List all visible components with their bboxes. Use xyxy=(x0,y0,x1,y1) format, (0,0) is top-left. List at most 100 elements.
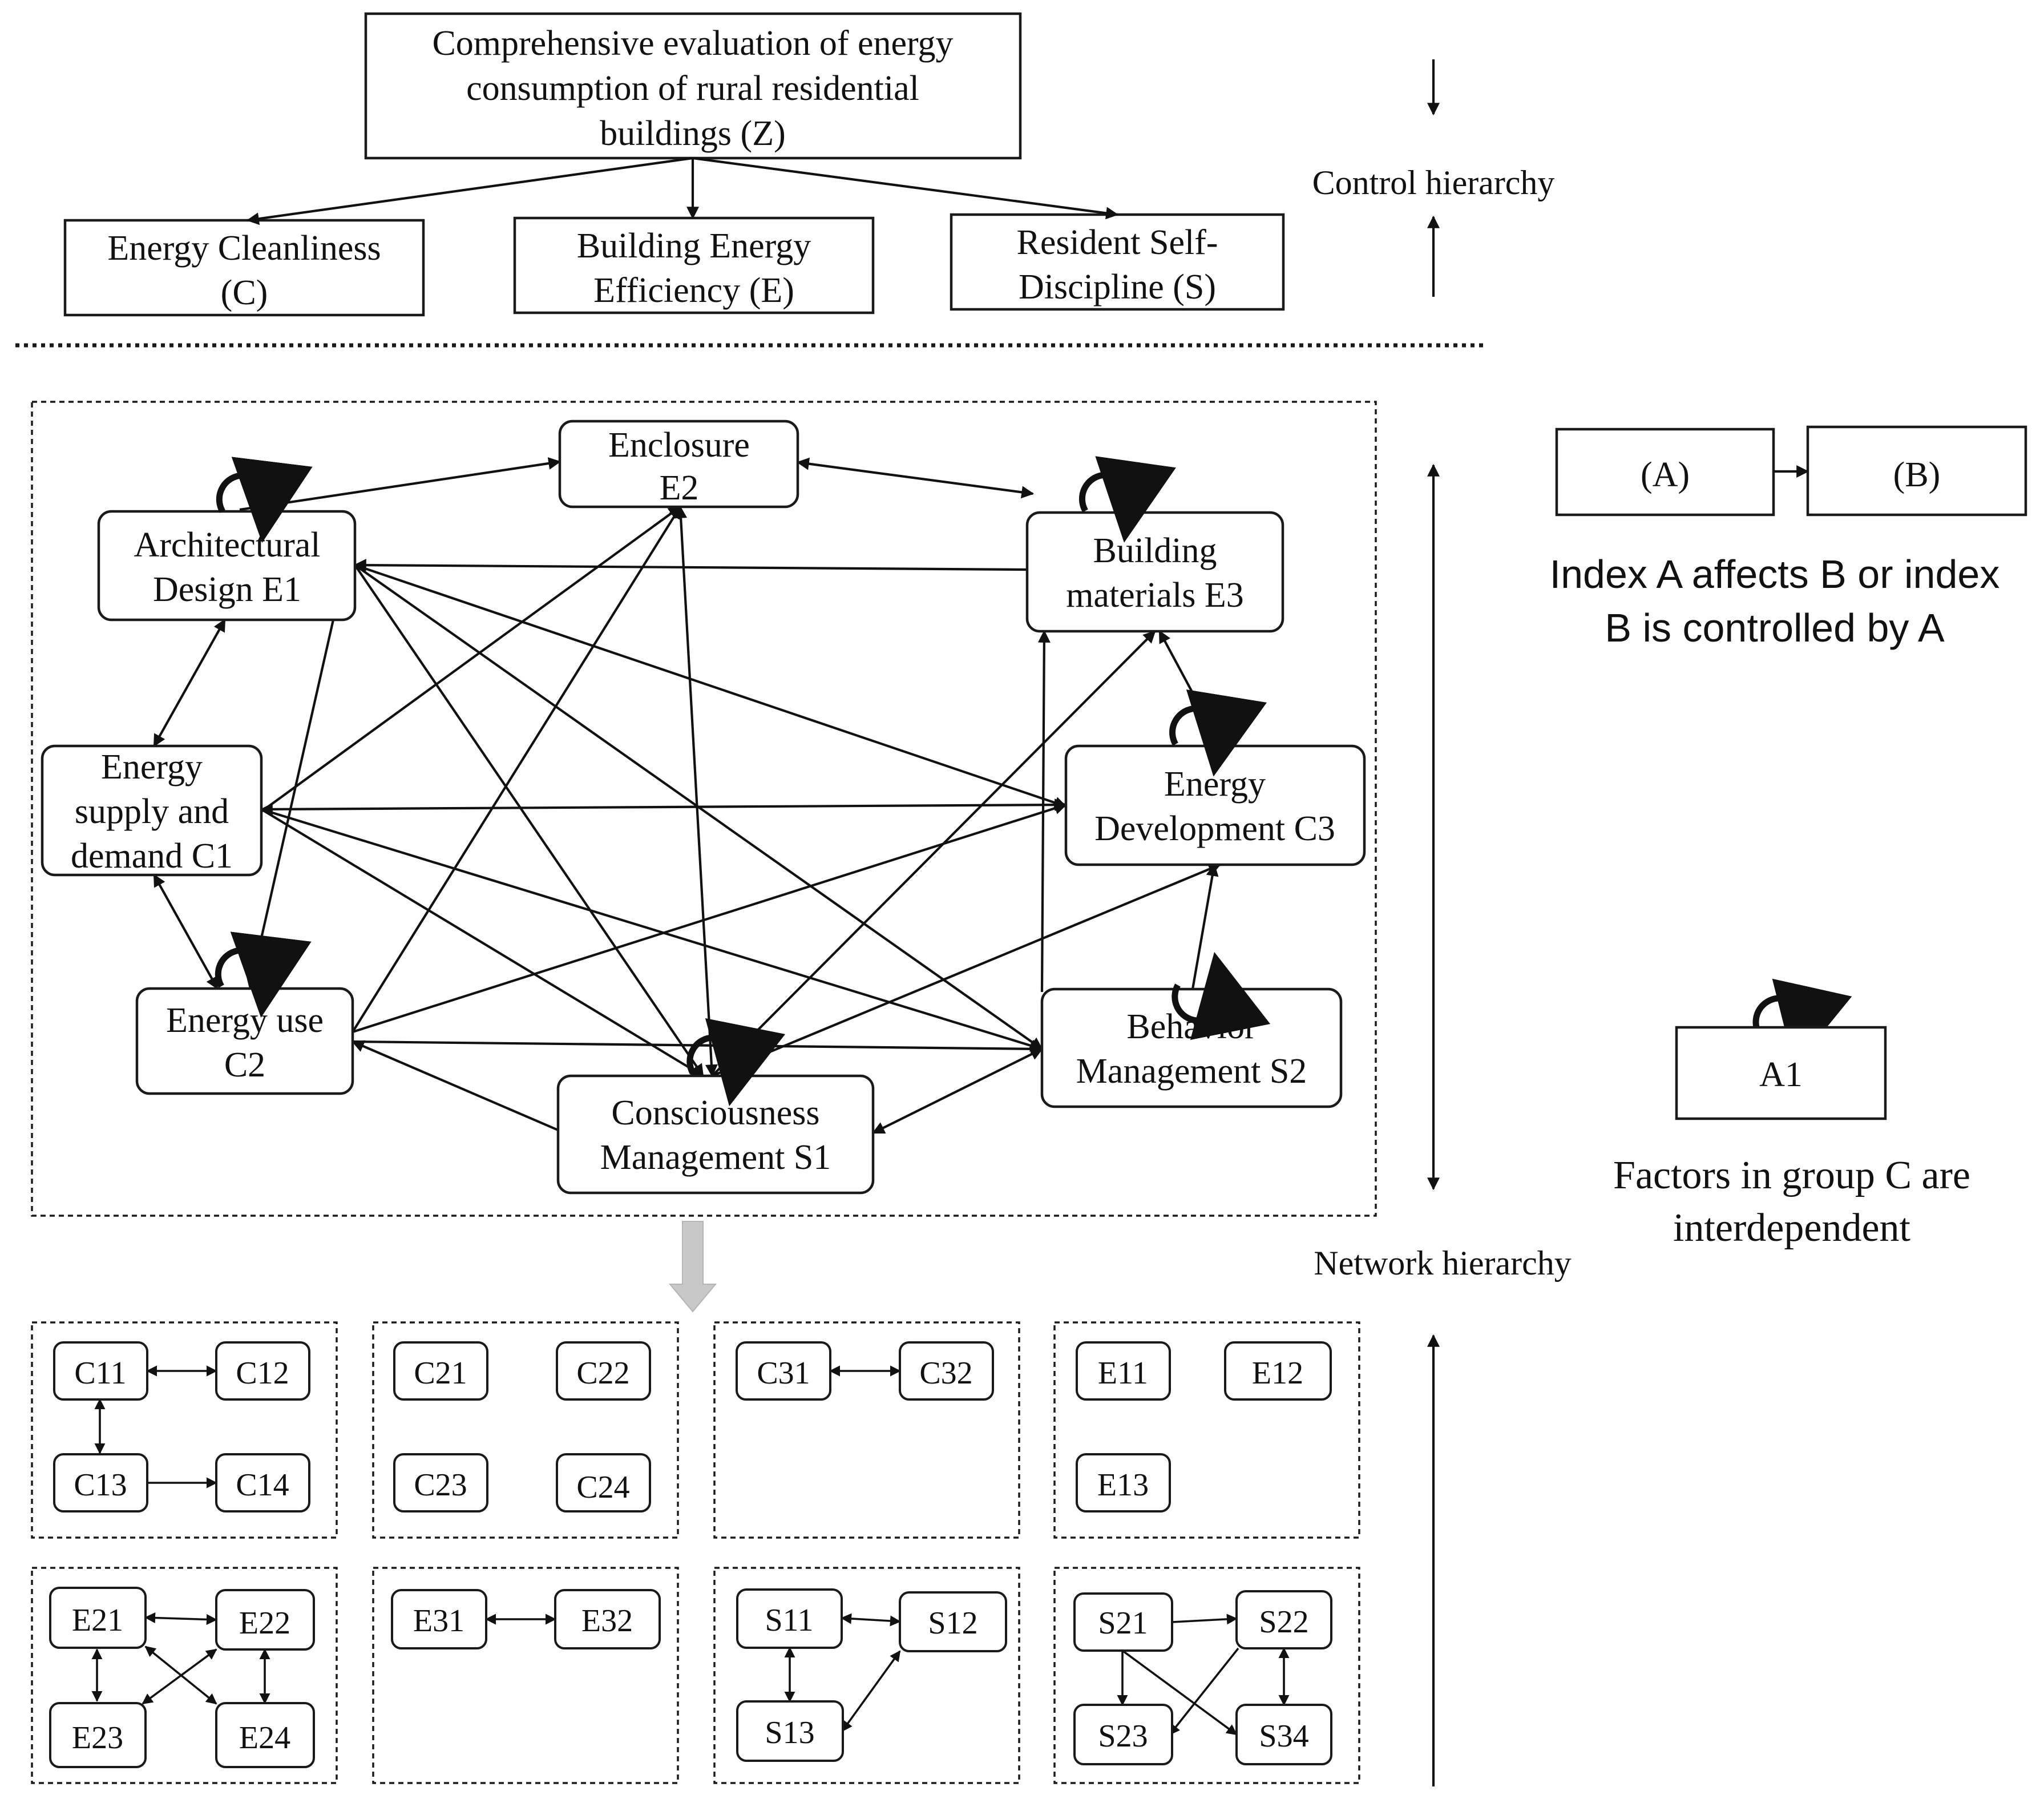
element-s11-label: S11 xyxy=(765,1603,813,1638)
element-c11-label: C11 xyxy=(74,1356,126,1391)
element-c22 xyxy=(556,1341,651,1401)
node-c2-line-2: C2 xyxy=(224,1046,265,1084)
link-c1-s1 xyxy=(260,808,704,1077)
node-c3-line-2: Development C3 xyxy=(1094,809,1335,848)
element-e11-label: E11 xyxy=(1098,1356,1148,1391)
element-c31 xyxy=(736,1341,831,1401)
element-e13 xyxy=(1076,1453,1171,1512)
element-e22-label: E22 xyxy=(239,1606,290,1641)
link-c2-e2 xyxy=(352,506,681,1033)
element-c13-label: C13 xyxy=(74,1467,127,1503)
legend-box-b xyxy=(1806,425,2027,517)
decomposition-arrow xyxy=(668,1221,717,1313)
element-s22 xyxy=(1235,1590,1332,1649)
self-loop-e3 xyxy=(1078,456,1176,543)
element-s23 xyxy=(1073,1704,1173,1765)
element-s23-label: S23 xyxy=(1098,1719,1148,1754)
network-links xyxy=(153,457,1222,1134)
legend-self-loop-icon xyxy=(1752,978,1852,1067)
element-s11 xyxy=(736,1588,843,1649)
element-c32-label: C32 xyxy=(919,1356,972,1391)
legend-loop-caption-2: interdependent xyxy=(1673,1206,1910,1250)
element-c22-label: C22 xyxy=(576,1356,629,1391)
element-c14 xyxy=(215,1453,310,1512)
goal-to-s-arrow xyxy=(692,156,1119,220)
link-s1-c2 xyxy=(351,1040,559,1131)
cluster-frame-s2 xyxy=(1053,1567,1360,1784)
element-e24-label: E24 xyxy=(239,1720,290,1756)
element-c14-label: C14 xyxy=(236,1467,289,1503)
element-e24 xyxy=(215,1702,315,1768)
element-c23 xyxy=(393,1453,488,1512)
element-c24-label: C24 xyxy=(576,1470,629,1505)
node-e2-line-1: Enclosure xyxy=(608,426,750,465)
cluster-frame-c3 xyxy=(713,1321,1020,1539)
control-hierarchy-label: Control hierarchy xyxy=(1312,164,1555,201)
link-s1-e3 xyxy=(711,630,1156,1077)
network-frame xyxy=(31,401,1377,1217)
link-s1-e2 xyxy=(674,505,718,1078)
node-c3-line-1: Energy xyxy=(1164,765,1266,804)
element-e32-label: E32 xyxy=(581,1603,633,1639)
element-s34-label: S34 xyxy=(1259,1719,1308,1754)
node-e3-line-1: Building xyxy=(1093,531,1217,570)
criterion-box-s xyxy=(950,213,1285,311)
link-s2-c3 xyxy=(1191,863,1219,990)
self-loop-e1 xyxy=(216,457,313,543)
sublink-s11-s12 xyxy=(841,1613,901,1627)
element-e12-label: E12 xyxy=(1252,1356,1303,1391)
link-e1-s1 xyxy=(354,564,704,1077)
element-c32 xyxy=(899,1341,994,1401)
link-c1-c3 xyxy=(260,798,1068,816)
element-s21 xyxy=(1073,1592,1173,1652)
node-s1-line-1: Consciousness xyxy=(611,1094,819,1132)
element-s22-label: S22 xyxy=(1259,1604,1308,1640)
element-c12-label: C12 xyxy=(236,1356,289,1391)
node-e2-line-2: E2 xyxy=(660,469,699,507)
control-hierarchy: Comprehensive evaluation of energy consu… xyxy=(15,12,1555,348)
link-s2-e3 xyxy=(1037,630,1051,993)
link-c1-c2 xyxy=(153,874,219,990)
link-e3-e1 xyxy=(353,559,1028,572)
sublink-e23-e22 xyxy=(142,1648,217,1705)
element-e32 xyxy=(554,1589,661,1649)
element-clusters: C11 C12 C13 C14 C21 C22 C23 C24 C31 C32 … xyxy=(31,1321,1440,1786)
element-s21-label: S21 xyxy=(1098,1606,1148,1641)
legend-b-label: (B) xyxy=(1893,455,1941,494)
element-e22 xyxy=(215,1589,315,1651)
network-hierarchy: Enclosure E2 Architectural Design E1 Bui… xyxy=(31,401,1572,1282)
link-c1-s2 xyxy=(261,808,1044,1052)
sublink-s22-s23 xyxy=(1169,1647,1239,1736)
element-e13-label: E13 xyxy=(1097,1467,1149,1503)
node-c1 xyxy=(41,744,263,877)
self-loop-s1 xyxy=(686,1018,786,1107)
sublink-s13-s12 xyxy=(841,1650,901,1732)
node-e2 xyxy=(558,420,799,509)
element-e31 xyxy=(391,1589,487,1649)
element-s13-label: S13 xyxy=(765,1715,814,1750)
element-c21-label: C21 xyxy=(414,1356,467,1391)
element-c24 xyxy=(556,1453,651,1512)
link-s2-s1 xyxy=(872,1048,1043,1134)
node-e1-line-1: Architectural xyxy=(134,526,320,564)
self-loop-s2 xyxy=(1172,951,1271,1040)
goal-line-1: Comprehensive evaluation of energy xyxy=(432,24,953,63)
element-s34 xyxy=(1235,1704,1332,1765)
sublink-s21-s22 xyxy=(1172,1614,1238,1625)
element-c21 xyxy=(393,1341,488,1401)
element-e11 xyxy=(1076,1341,1171,1401)
legend-arrow-caption-2: B is controlled by A xyxy=(1605,606,1945,650)
element-c23-label: C23 xyxy=(414,1467,467,1503)
node-s2-line-1: Behavior xyxy=(1126,1007,1257,1046)
self-loop-c3 xyxy=(1169,689,1267,777)
goal-box xyxy=(364,12,1022,160)
criterion-c-line-2: (C) xyxy=(221,273,268,312)
node-c2-line-1: Energy use xyxy=(166,1001,324,1040)
node-s1-line-2: Management S1 xyxy=(600,1138,831,1177)
criterion-s-line-1: Resident Self- xyxy=(1017,223,1218,262)
element-s13 xyxy=(736,1700,844,1762)
criterion-e-line-2: Efficiency (E) xyxy=(593,271,794,310)
link-c2-c3 xyxy=(352,802,1068,1034)
element-c31-label: C31 xyxy=(757,1356,810,1391)
goal-line-2: consumption of rural residential xyxy=(466,69,919,108)
